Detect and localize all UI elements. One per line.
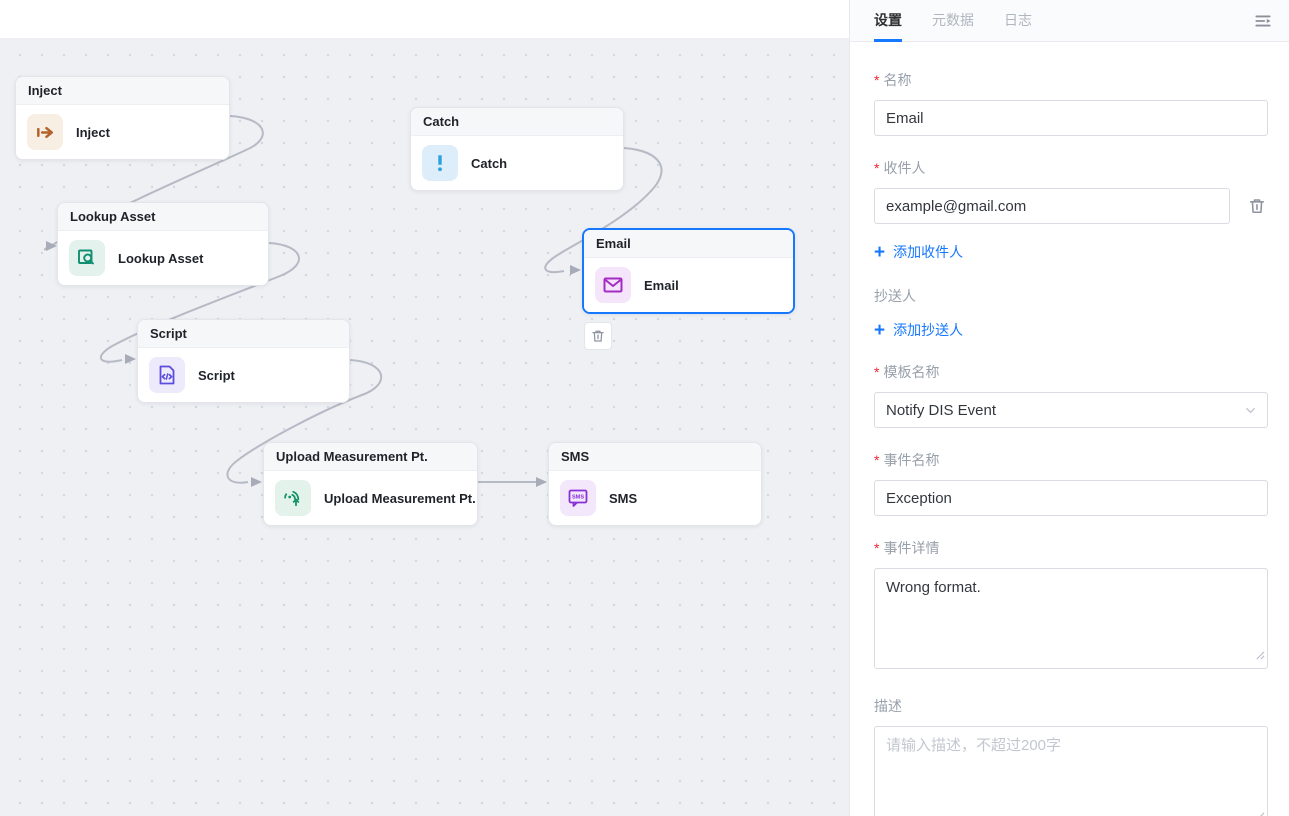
sms-bubble-icon: SMS [560,480,596,516]
description-textarea[interactable] [874,726,1268,816]
node-title: Lookup Asset [58,203,268,231]
node-lookup-asset[interactable]: Lookup Asset Lookup Asset [57,202,269,286]
node-inject[interactable]: Inject Inject [15,76,230,160]
node-upload-measurement[interactable]: Upload Measurement Pt. Upload Measuremen… [263,442,478,526]
event-name-field-label: *事件名称 [874,452,940,468]
script-code-icon [149,357,185,393]
event-detail-field-label: *事件详情 [874,540,940,556]
node-catch[interactable]: Catch Catch [410,107,624,191]
node-script[interactable]: Script Script [137,319,350,403]
node-label: Catch [471,155,508,171]
collapse-panel-icon[interactable] [1253,11,1273,31]
node-title: SMS [549,443,761,471]
node-title: Email [584,230,793,258]
recipient-input[interactable] [874,188,1230,224]
tab-settings[interactable]: 设置 [874,0,902,42]
node-label: Email [644,277,679,293]
node-label: Upload Measurement Pt. [324,490,476,506]
email-envelope-icon [595,267,631,303]
node-email[interactable]: Email Email [582,228,795,314]
node-title: Catch [411,108,623,136]
node-label: Inject [76,124,110,140]
trash-icon [590,328,606,344]
tab-metadata[interactable]: 元数据 [932,11,974,28]
delete-node-button[interactable] [584,322,612,350]
cc-field-label: 抄送人 [874,288,916,304]
tab-logs[interactable]: 日志 [1004,11,1032,28]
node-sms[interactable]: SMS SMS SMS [548,442,762,526]
settings-panel: 设置 元数据 日志 *名称 *收件人 [849,0,1289,816]
template-field-label: *模板名称 [874,364,940,380]
event-name-input[interactable] [874,480,1268,516]
node-title: Upload Measurement Pt. [264,443,477,471]
upload-measurement-icon [275,480,311,516]
node-title: Script [138,320,349,348]
flow-canvas[interactable]: Inject Inject Lookup Asset [0,0,849,816]
event-detail-textarea[interactable]: Wrong format. [874,568,1268,669]
catch-exclamation-icon [422,145,458,181]
delete-recipient-trash-icon[interactable] [1247,196,1267,216]
chevron-down-icon [1243,403,1258,422]
svg-text:SMS: SMS [572,495,584,501]
node-label: Lookup Asset [118,250,204,266]
plus-icon: + [874,241,886,263]
settings-form: *名称 *收件人 + 添加收件人 [850,42,1289,816]
plus-icon: + [874,319,886,341]
add-recipient-button[interactable]: + 添加收件人 [874,241,964,263]
node-title: Inject [16,77,229,105]
description-field-label: 描述 [874,698,902,714]
name-input[interactable] [874,100,1268,136]
inject-arrow-icon [27,114,63,150]
add-cc-button[interactable]: + 添加抄送人 [874,319,964,341]
lookup-asset-icon [69,240,105,276]
name-field-label: *名称 [874,72,912,88]
node-label: SMS [609,490,638,506]
template-name-select[interactable]: Notify DIS Event [874,392,1268,428]
node-label: Script [198,367,235,383]
panel-tabbar: 设置 元数据 日志 [850,0,1289,42]
canvas-topbar [0,0,849,38]
recipient-field-label: *收件人 [874,160,926,176]
